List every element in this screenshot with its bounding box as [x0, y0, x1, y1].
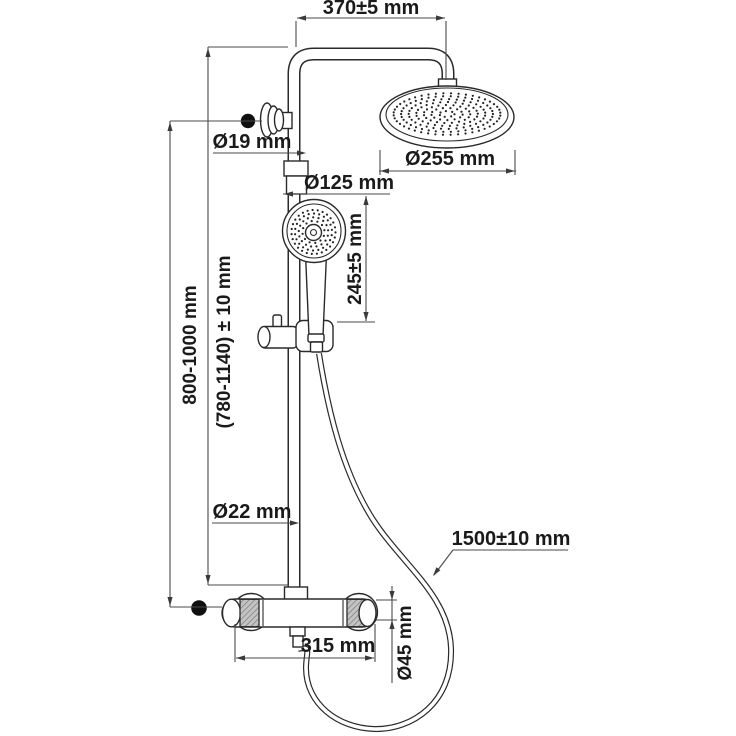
wall-mount-flange — [259, 102, 293, 138]
hand-shower-center-cap — [304, 223, 323, 242]
wall-connection-diameter-label: Ø19 mm — [213, 131, 292, 153]
hand-shower-connector-nut — [309, 341, 324, 353]
knob-diameter-label: Ø45 mm — [395, 606, 416, 681]
dimension-lines — [169, 17, 568, 683]
shower-hose — [297, 353, 455, 733]
hand-shower — [281, 198, 347, 353]
installation-height-label: 800-1000 mm — [180, 285, 201, 404]
dimension-labels: 370±5 mm Ø19 mm Ø255 mm Ø125 mm 245±5 mm… — [180, 0, 570, 680]
fixture-drawing — [191, 47, 515, 733]
riser-pipe-and-arm — [287, 47, 455, 599]
handshower-diameter-label: Ø125 mm — [304, 172, 394, 194]
mixer-outlet-nut — [292, 635, 304, 648]
mixer-width-label: 315 mm — [301, 635, 376, 657]
riser-diameter-label: Ø22 mm — [213, 501, 292, 523]
column-height-label: (780-1140) ± 10 mm — [214, 255, 235, 428]
hand-shower-nozzle-dots — [290, 208, 337, 255]
overhead-nozzle-dots — [392, 92, 502, 136]
hose-length-label: 1500±10 mm — [452, 528, 571, 550]
mixer-left-knob — [239, 598, 260, 628]
mounting-point-dot-bottom — [191, 600, 207, 616]
hand-shower-handle — [304, 253, 328, 337]
arm-reach-label: 370±5 mm — [323, 0, 420, 19]
dimension-arrowheads — [167, 15, 515, 661]
mixer-valve — [221, 586, 379, 632]
hand-shower-connector-upper — [307, 333, 325, 343]
handshower-length-label: 245±5 mm — [345, 213, 366, 305]
overhead-shower-head — [379, 85, 515, 149]
overhead-diameter-label: Ø255 mm — [405, 148, 495, 170]
mixer-inlet-collar — [283, 586, 309, 601]
